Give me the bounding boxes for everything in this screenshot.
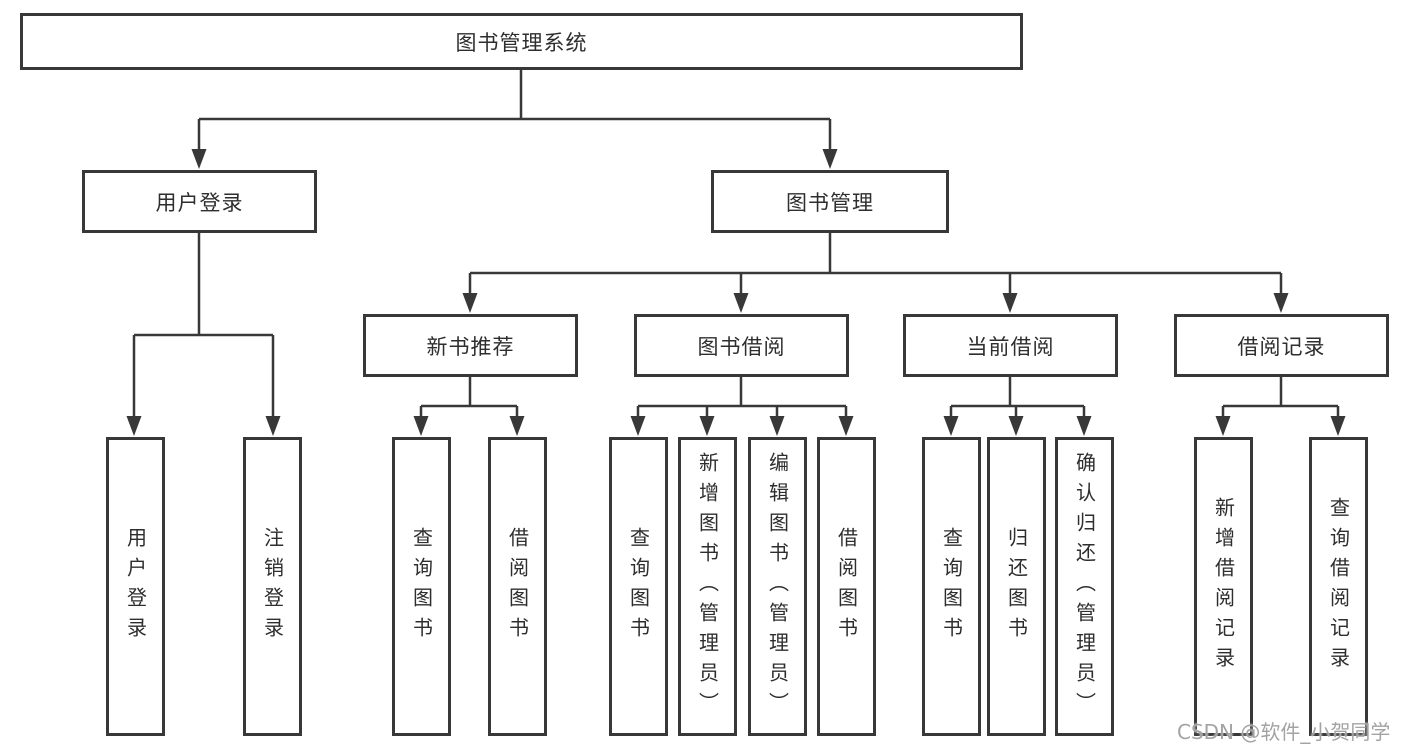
connector-borrow-records-children (1215, 377, 1346, 436)
arrow-down-icon (126, 416, 281, 436)
node-current-borrowing: 当前借阅 (903, 314, 1118, 377)
node-label: 借阅记录 (1237, 334, 1326, 359)
node-label: 查询图书 (626, 526, 651, 647)
node-leaf-bb-add-books-admin: 新增图书（管理员） (678, 437, 737, 736)
arrow-down-icon (1215, 416, 1346, 436)
node-label: 新增图书（管理员） (695, 451, 720, 722)
node-label: 图书管理系统 (455, 30, 588, 55)
node-leaf-cb-return-books: 归还图书 (987, 437, 1046, 736)
node-label: 编辑图书（管理员） (765, 451, 790, 722)
node-label: 图书借阅 (697, 334, 786, 359)
connector-root-to-level2 (191, 70, 838, 169)
node-leaf-br-query-record: 查询借阅记录 (1309, 437, 1368, 736)
node-label: 图书管理 (786, 190, 874, 215)
node-new-book-recommendation: 新书推荐 (363, 314, 578, 377)
arrow-down-icon (413, 416, 525, 436)
node-label: 查询图书 (939, 526, 964, 647)
node-label: 注销登录 (260, 526, 285, 647)
arrow-down-icon (191, 149, 838, 169)
node-label: 新增借阅记录 (1211, 496, 1236, 677)
node-library-system: 图书管理系统 (20, 13, 1023, 70)
arrow-down-icon (462, 293, 1289, 313)
node-user-login: 用户登录 (82, 170, 317, 233)
connector-user-login-children (126, 233, 281, 436)
arrow-down-icon (943, 416, 1092, 436)
connector-book-mgmt-to-level3 (462, 233, 1289, 313)
node-leaf-cb-confirm-return-admin: 确认归还（管理员） (1055, 437, 1114, 736)
node-label: 新书推荐 (426, 334, 515, 359)
node-leaf-rec-borrow-books: 借阅图书 (488, 437, 547, 736)
node-label: 确认归还（管理员） (1072, 451, 1097, 722)
node-leaf-bb-borrow-books: 借阅图书 (817, 437, 876, 736)
node-label: 归还图书 (1004, 526, 1029, 647)
node-label: 借阅图书 (834, 526, 859, 647)
connector-new-book-rec-children (413, 377, 525, 436)
node-label: 借阅图书 (505, 526, 530, 647)
node-borrowing-records: 借阅记录 (1174, 314, 1389, 377)
connector-current-borrow-children (943, 377, 1092, 436)
node-label: 查询图书 (409, 526, 434, 647)
node-label: 查询借阅记录 (1326, 496, 1351, 677)
node-label: 用户登录 (155, 190, 244, 215)
node-book-management: 图书管理 (711, 170, 949, 233)
node-leaf-bb-query-books: 查询图书 (609, 437, 668, 736)
csdn-watermark: CSDN @软件_小贺同学 (1177, 720, 1391, 744)
node-leaf-rec-query-books: 查询图书 (392, 437, 451, 736)
node-leaf-cb-query-books: 查询图书 (922, 437, 981, 736)
node-leaf-user-login: 用户登录 (106, 437, 165, 736)
node-leaf-br-add-record: 新增借阅记录 (1194, 437, 1253, 736)
node-book-borrowing: 图书借阅 (634, 314, 849, 377)
node-leaf-logout: 注销登录 (243, 437, 302, 736)
node-leaf-bb-edit-books-admin: 编辑图书（管理员） (748, 437, 807, 736)
node-label: 当前借阅 (966, 334, 1055, 359)
node-label: 用户登录 (123, 526, 148, 647)
connector-book-borrow-children (630, 377, 854, 436)
arrow-down-icon (630, 416, 854, 436)
